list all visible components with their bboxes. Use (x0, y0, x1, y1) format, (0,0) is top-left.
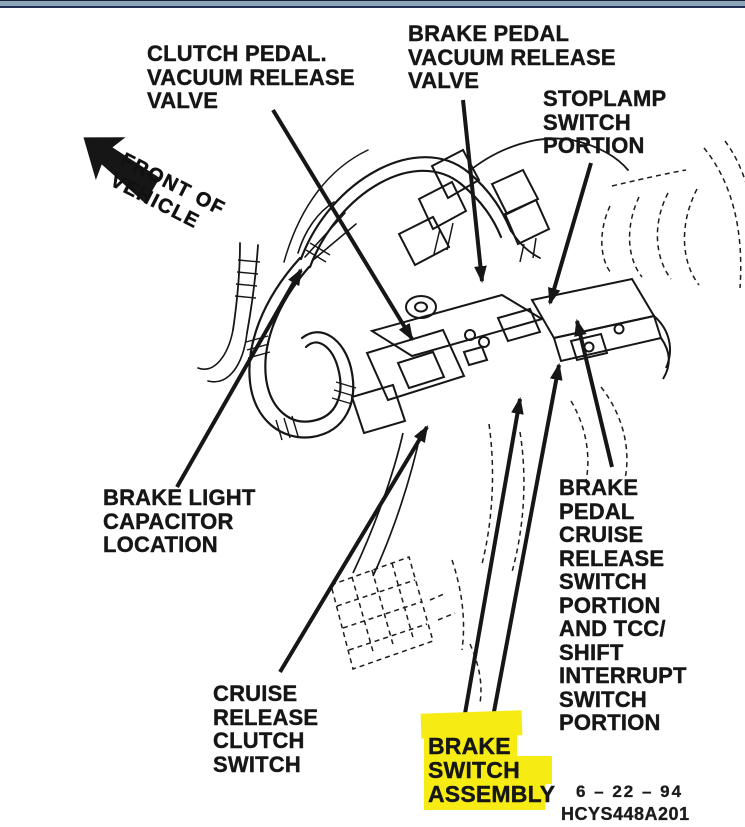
label-stoplamp-switch-portion: STOPLAMP SWITCH PORTION (543, 86, 667, 158)
leader-cruise-release-clutch-switch (278, 425, 429, 674)
dashed-sketch-lines (330, 140, 745, 704)
leader-stoplamp-switch (548, 162, 593, 306)
front-of-vehicle-arrow-icon (83, 137, 160, 204)
leader-clutch-pedal-valve (271, 108, 414, 341)
leader-brake-pedal-valve (461, 99, 487, 284)
wiring-harness (197, 137, 629, 439)
leader-brake-light-capacitor (175, 268, 303, 488)
label-brake-pedal-vacuum-release-valve: BRAKE PEDAL VACUUM RELEASE VALVE (408, 21, 616, 93)
leader-lines (175, 99, 614, 734)
figure-code: HCYS448A201 (561, 804, 690, 824)
figure-date: 6 – 22 – 94 (576, 782, 684, 801)
harness-connectors (397, 148, 551, 267)
leader-brake-pedal-cruise-switch (574, 318, 614, 468)
label-cruise-release-clutch-switch: CRUISE RELEASE CLUTCH SWITCH (213, 681, 319, 777)
leader-brake-switch-assembly-left (461, 396, 524, 726)
window-top-strip (0, 0, 745, 8)
leader-brake-switch-assembly-right (488, 362, 563, 734)
label-brake-light-capacitor-location: BRAKE LIGHT CAPACITOR LOCATION (103, 485, 256, 557)
label-brake-pedal-cruise-release-switch-portion: BRAKE PEDAL CRUISE RELEASE SWITCH PORTIO… (559, 475, 687, 735)
label-brake-switch-assembly-highlighted: BRAKE SWITCH ASSEMBLY (424, 732, 566, 810)
label-clutch-pedal-vacuum-release-valve: CLUTCH PEDAL. VACUUM RELEASE VALVE (147, 41, 355, 113)
